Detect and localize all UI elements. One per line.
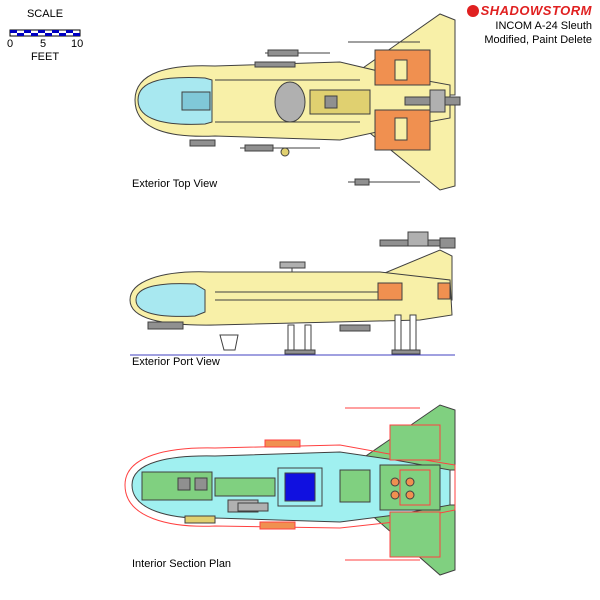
scale-title: SCALE [26, 8, 64, 20]
scale-labels: 0 5 10 [3, 38, 88, 52]
brand-mark-icon [466, 4, 479, 17]
interior-view-top-weapon [264, 439, 301, 448]
brand-logo: SHADOWSTORM [466, 3, 592, 18]
interior-view-ship [124, 404, 456, 576]
scale-tick-10: 10 [71, 38, 84, 50]
interior-view-hull-outline [124, 444, 456, 529]
scale-unit: FEET [30, 51, 60, 63]
ship-subtitle: Modified, Paint Delete [484, 34, 592, 46]
scale-tick-5: 5 [40, 38, 47, 50]
interior-view-label: Interior Section Plan [132, 558, 232, 570]
scale-tick-0: 0 [7, 38, 14, 50]
port-view-fuselage [129, 271, 453, 326]
ship-title: INCOM A-24 Sleuth [495, 20, 592, 32]
port-view-ship [129, 231, 456, 356]
top-view-canopy [137, 77, 213, 125]
interior-view-bottom-weapon [259, 521, 296, 530]
top-view-label: Exterior Top View [132, 178, 218, 190]
top-view-ship [134, 13, 461, 191]
port-view-label: Exterior Port View [132, 356, 220, 368]
port-view-canopy [135, 283, 206, 317]
brand-name: SHADOWSTORM [480, 3, 592, 18]
interior-view-cargo-grid [339, 469, 371, 503]
interior-view-engine-room [379, 464, 441, 511]
interior-view-reactor [284, 472, 316, 502]
